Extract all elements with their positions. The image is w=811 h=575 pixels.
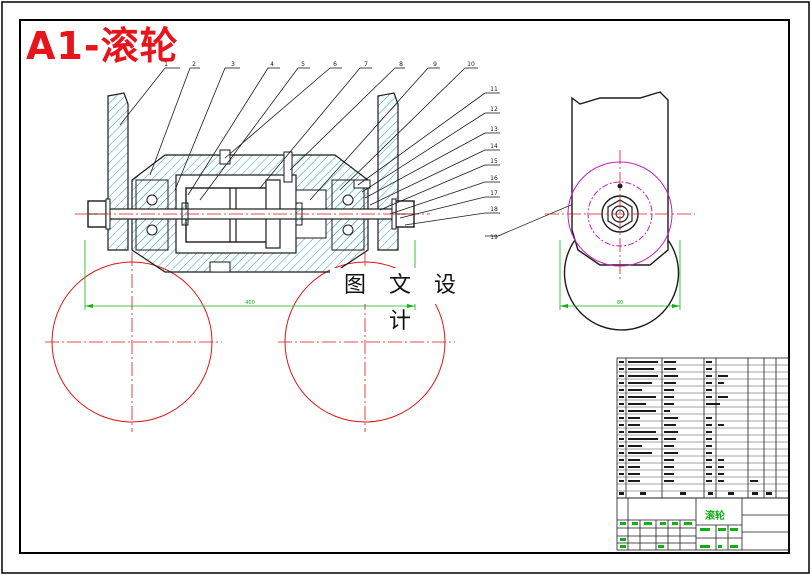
balloon-9: 9 [433, 61, 437, 68]
balloon-14: 14 [490, 143, 498, 150]
balloon-18: 18 [490, 206, 498, 213]
balloon-13: 13 [490, 126, 498, 133]
drawing-title: A1-滚轮 [26, 24, 179, 68]
balloon-6: 6 [333, 61, 337, 68]
balloon-5: 5 [301, 61, 305, 68]
balloon-17: 17 [490, 190, 498, 197]
balloon-15: 15 [490, 158, 498, 165]
balloon-11: 11 [490, 86, 498, 93]
watermark-text: 图 文 设 计 [330, 268, 478, 334]
balloon-4: 4 [270, 61, 274, 68]
balloon-7: 7 [364, 61, 368, 68]
title-block [616, 497, 790, 551]
title-block-name: 滚轮 [705, 509, 725, 522]
left-side-plate [107, 92, 129, 251]
inner-frame [19, 19, 790, 554]
balloon-10: 10 [467, 61, 475, 68]
balloon-8: 8 [399, 61, 403, 68]
balloon-12: 12 [490, 106, 498, 113]
balloon-1: 1 [164, 61, 168, 68]
side-view: 80 [545, 91, 695, 331]
title-block-marks [620, 522, 738, 548]
parts-list-table [616, 357, 790, 499]
parts-list-rows [619, 361, 772, 495]
balloon-16: 16 [490, 175, 498, 182]
dimension-text-side: 80 [617, 300, 623, 306]
front-view: 400 1 2 3 4 [45, 61, 619, 432]
balloon-19: 19 [490, 234, 498, 241]
balloon-3: 3 [231, 61, 235, 68]
dimension-text-front: 400 [245, 300, 255, 306]
balloon-2: 2 [192, 61, 196, 68]
